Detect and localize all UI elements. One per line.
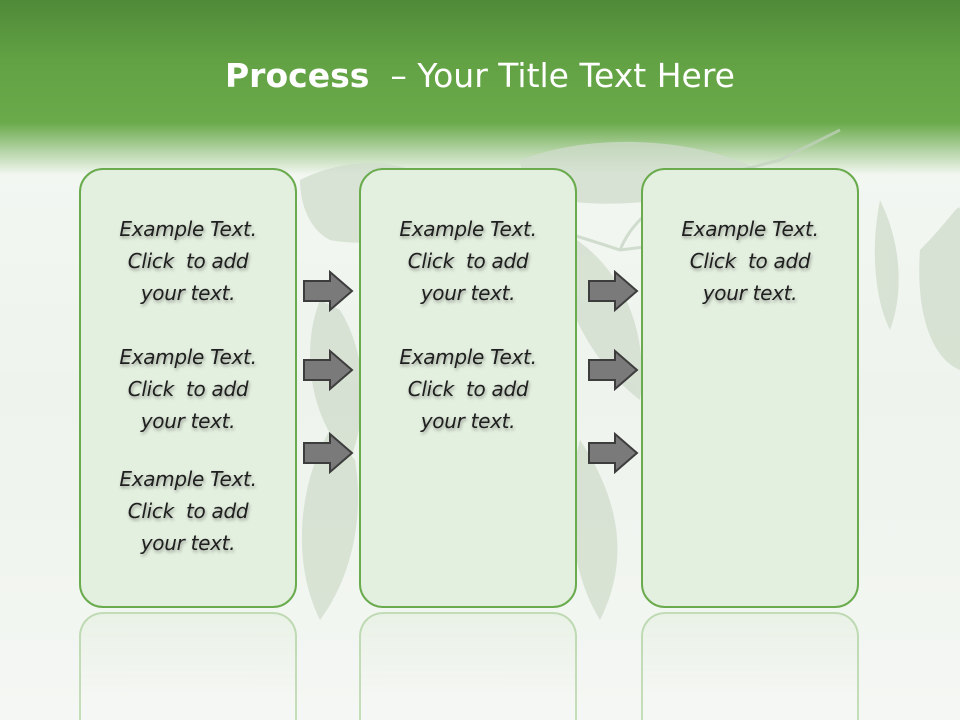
right-arrow-icon[interactable] xyxy=(587,270,639,312)
text-block[interactable]: Example Text. Click to add your text. xyxy=(119,345,257,433)
title-bar xyxy=(0,0,960,175)
box-reflection xyxy=(79,612,297,720)
text-block[interactable]: Example Text. Click to add your text. xyxy=(119,467,257,555)
right-arrow-icon[interactable] xyxy=(587,349,639,391)
right-arrow-icon[interactable] xyxy=(302,349,354,391)
slide-title[interactable]: Process – Your Title Text Here xyxy=(0,50,960,102)
process-box-3[interactable]: Example Text. Click to add your text. xyxy=(641,168,859,608)
right-arrow-icon[interactable] xyxy=(302,270,354,312)
right-arrow-icon[interactable] xyxy=(587,432,639,474)
box-reflection xyxy=(641,612,859,720)
box-reflection xyxy=(359,612,577,720)
text-block[interactable]: Example Text. Click to add your text. xyxy=(119,217,257,305)
text-block[interactable]: Example Text. Click to add your text. xyxy=(399,217,537,305)
title-bold-text: Process xyxy=(225,56,370,95)
title-rest-text: – Your Title Text Here xyxy=(369,56,735,95)
right-arrow-icon[interactable] xyxy=(302,432,354,474)
text-block[interactable]: Example Text. Click to add your text. xyxy=(399,345,537,433)
process-box-2[interactable]: Example Text. Click to add your text. Ex… xyxy=(359,168,577,608)
text-block[interactable]: Example Text. Click to add your text. xyxy=(681,217,819,305)
process-box-1[interactable]: Example Text. Click to add your text. Ex… xyxy=(79,168,297,608)
